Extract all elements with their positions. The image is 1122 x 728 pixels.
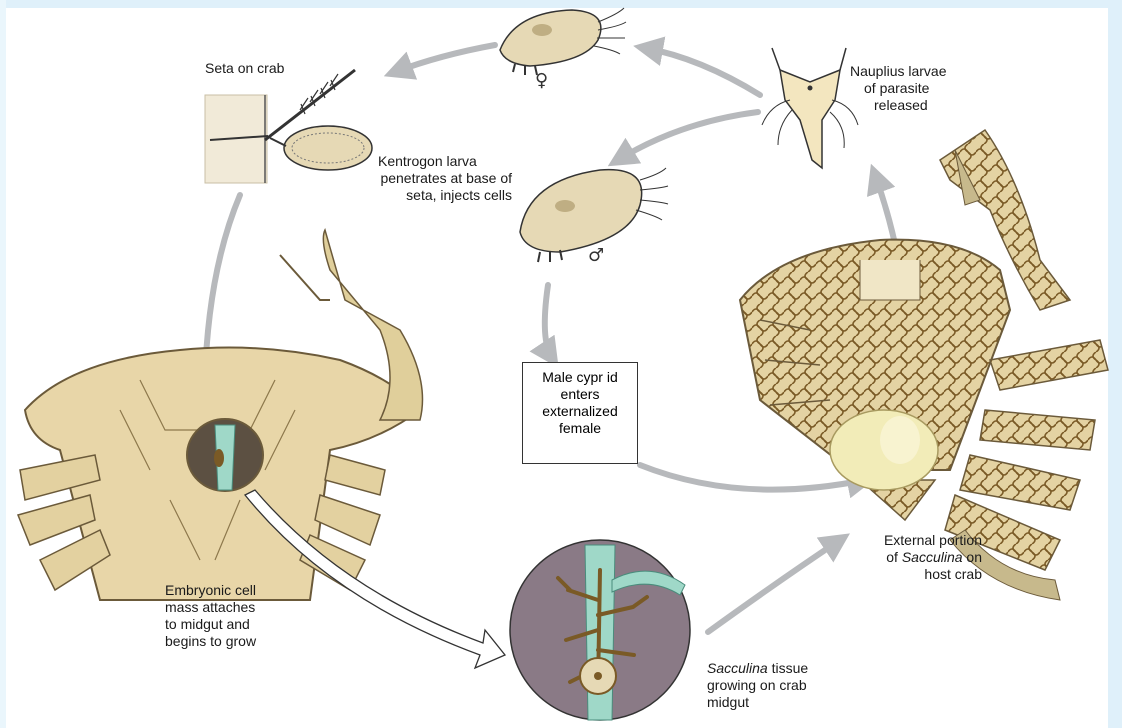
nauplius-larva <box>762 48 858 168</box>
label-embryonic: Embryonic cell mass attaches to midgut a… <box>165 582 256 650</box>
host-crab <box>740 130 1108 600</box>
label-external-portion: External portion of Sacculina on host cr… <box>830 532 982 583</box>
male-symbol: ♂ <box>588 245 604 266</box>
label-kentrogon: Kentrogon larva penetrates at base of se… <box>370 153 512 204</box>
left-crab <box>18 230 423 600</box>
left-border <box>0 0 6 728</box>
right-border <box>1108 0 1122 728</box>
tissue-inset <box>510 540 690 720</box>
arrow-nauplius-to-female <box>645 48 760 95</box>
female-cyprid <box>500 8 626 75</box>
label-seta-on-crab: Seta on crab <box>205 60 284 77</box>
label-sacculina-tissue: Sacculina tissue growing on crab midgut <box>707 660 808 711</box>
arrow-nauplius-to-male <box>618 112 758 160</box>
arrow-female-to-seta <box>395 45 495 72</box>
top-border <box>0 0 1122 8</box>
arrow-tissue-to-host <box>708 540 840 632</box>
box-male-cyprid: Male cypr id enters externalized female <box>522 362 638 464</box>
arrow-male-down <box>545 285 552 358</box>
female-symbol: ♀ <box>535 70 548 91</box>
seta-illustration <box>205 70 372 183</box>
arrow-box-to-sacculina <box>640 465 865 490</box>
label-nauplius: Nauplius larvae of parasite released <box>850 63 947 114</box>
